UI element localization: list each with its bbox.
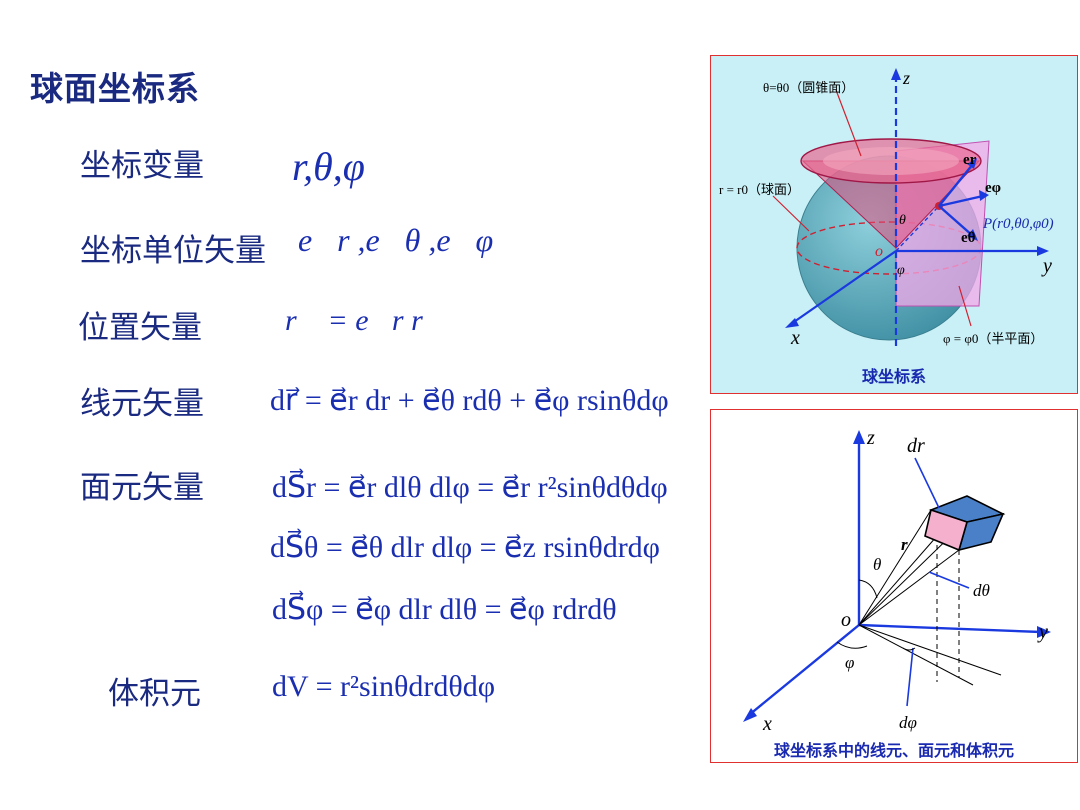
formula-surface-element-phi: dS⃗φ = e⃗φ dlr dlθ = e⃗φ rdrdθ [272, 593, 617, 626]
formula-line-element: dr⃗ = e⃗r dr + e⃗θ rdθ + e⃗φ rsinθdφ [270, 384, 669, 417]
label-coord-vars: 坐标变量 [80, 148, 204, 184]
label-x: x [790, 327, 800, 349]
x-axis [748, 624, 860, 716]
formula-surface-element-theta: dS⃗θ = e⃗θ dlr dlφ = e⃗z rsinθdrdφ [270, 531, 660, 564]
label-half-plane: φ = φ0（半平面） [943, 331, 1043, 346]
label-theta: θ [899, 213, 906, 228]
spherical-coords-diagram: θ=θ0（圆锥面） r = r0（球面） φ = φ0（半平面） P(r0,θ0… [719, 68, 1054, 349]
label-point: P(r0,θ0,φ0) [982, 216, 1054, 232]
label-z: z [866, 427, 875, 449]
x-axis [790, 250, 897, 325]
label-position-vector: 位置矢量 [78, 310, 202, 346]
label-phi: φ [845, 653, 854, 672]
formula-coord-vars: r,θ,φ [292, 144, 365, 189]
label-phi: φ [897, 263, 905, 278]
label-x: x [762, 713, 772, 735]
y-axis [858, 623, 1042, 634]
volume-element-front [924, 508, 968, 552]
caption-spherical-coords: 球坐标系 [861, 367, 926, 386]
label-surface-element: 面元矢量 [80, 470, 204, 506]
formula-surface-element-r: dS⃗r = e⃗r dlθ dlφ = e⃗r r²sinθdθdφ [272, 471, 668, 504]
label-dphi: dφ [899, 713, 917, 732]
label-unit-vectors: 坐标单位矢量 [80, 233, 266, 269]
label-er: er [963, 152, 977, 168]
volume-elements-diagram: z dr r θ dθ o y φ x dφ [743, 427, 1051, 735]
label-y: y [1037, 621, 1048, 643]
label-dtheta: dθ [973, 581, 990, 600]
label-cone: θ=θ0（圆锥面） [763, 80, 854, 95]
label-origin: o [841, 609, 851, 631]
label-theta: θ [873, 555, 881, 574]
formula-unit-vectors: e⃗r ,e⃗θ ,e⃗φ [298, 222, 494, 258]
formula-volume-element: dV = r²sinθdrdθdφ [272, 670, 496, 703]
label-y: y [1041, 255, 1052, 277]
label-z: z [902, 68, 910, 88]
label-sphere: r = r0（球面） [719, 182, 800, 197]
figure-volume-elements: z dr r θ dθ o y φ x dφ 球坐标系中的线元、面元和体积元 [710, 409, 1078, 763]
label-dr: dr [907, 435, 925, 457]
label-origin: o [875, 243, 883, 260]
slide-title: 球面坐标系 [30, 69, 200, 108]
figure-spherical-coords: θ=θ0（圆锥面） r = r0（球面） φ = φ0（半平面） P(r0,θ0… [710, 55, 1078, 394]
label-line-element: 线元矢量 [80, 386, 204, 422]
label-ephi: eφ [985, 180, 1001, 196]
label-volume-element: 体积元 [108, 676, 201, 712]
label-r: r [901, 535, 908, 554]
label-etheta: eθ [961, 230, 976, 246]
formula-position-vector: r⃗ = e⃗r r [285, 304, 423, 337]
caption-volume-elements: 球坐标系中的线元、面元和体积元 [773, 741, 1014, 760]
